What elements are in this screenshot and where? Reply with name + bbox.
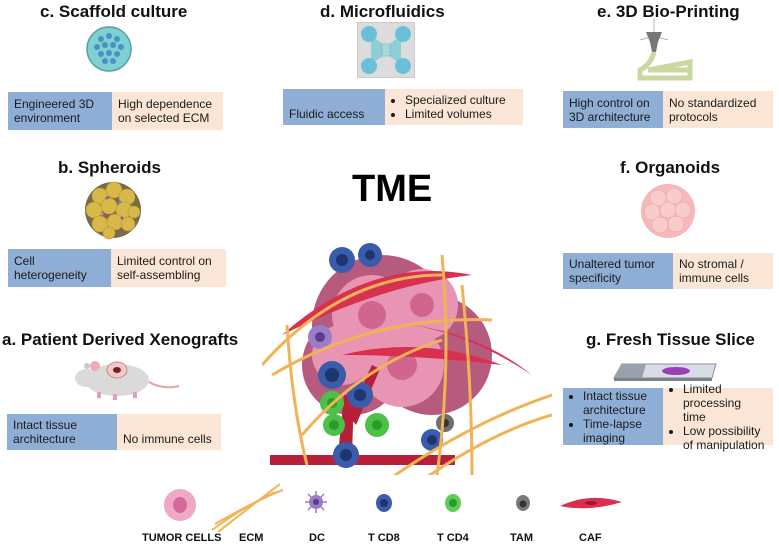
- tme-title: TME: [352, 168, 433, 210]
- dc-cell: [308, 325, 332, 349]
- pdx-title: a. Patient Derived Xenografts: [2, 330, 239, 349]
- legend-label-ecm: ECM: [239, 532, 264, 544]
- pdx-summary: Intact tissue architecture No immune cel…: [7, 414, 221, 450]
- scaffold-culture-title: c. Scaffold culture: [40, 2, 188, 21]
- limitation-text: Limited control on self-assembling: [117, 254, 212, 282]
- limitation-item: Limited processing time: [683, 382, 767, 424]
- limitation-box: No immune cells: [117, 414, 221, 450]
- advantage-item: Time-lapse imaging: [583, 417, 657, 445]
- dc-icon: [305, 491, 327, 513]
- bioprinting-title: e. 3D Bio-Printing: [597, 2, 740, 21]
- legend-label-caf: CAF: [579, 532, 602, 544]
- advantage-box: Fluidic access: [283, 89, 385, 125]
- fresh-tissue-slice-summary: Intact tissue architectureTime-lapse ima…: [563, 382, 773, 452]
- bioprinting-summary: High control on 3D architecture No stand…: [563, 91, 773, 128]
- limitation-item: Specialized culture: [405, 93, 517, 107]
- legend-label-t-cd4: T CD4: [437, 532, 469, 544]
- mouse-icon: [75, 361, 180, 400]
- microfluidic-chip-icon: [357, 22, 415, 78]
- limitation-item: Low possibility of manipulation: [683, 424, 767, 452]
- spheroids-summary: Cell heterogeneity Limited control on se…: [8, 249, 226, 287]
- advantage-text: Fluidic access: [289, 107, 365, 121]
- fresh-tissue-slice-title: g. Fresh Tissue Slice: [586, 330, 755, 349]
- limitation-box: No stromal / immune cells: [673, 253, 773, 289]
- advantage-item: Intact tissue architecture: [583, 389, 657, 417]
- limitation-box: Limited processing timeLow possibility o…: [663, 382, 773, 452]
- limitation-item: Limited volumes: [405, 107, 517, 121]
- advantage-text: Cell heterogeneity: [14, 254, 87, 282]
- advantage-box: Engineered 3D environment: [8, 92, 112, 130]
- advantage-text: Intact tissue architecture: [13, 418, 78, 446]
- organoids-title: f. Organoids: [620, 158, 721, 177]
- limitation-box: Limited control on self-assembling: [111, 249, 226, 287]
- advantage-box: Cell heterogeneity: [8, 249, 111, 287]
- t-cd8-icon: [376, 494, 392, 512]
- limitation-text: High dependence on selected ECM: [118, 97, 213, 125]
- limitation-text: No stromal / immune cells: [679, 257, 750, 285]
- limitation-text: No immune cells: [123, 432, 212, 446]
- ecm-icon: [211, 483, 284, 532]
- microfluidics-summary: Fluidic access Specialized cultureLimite…: [283, 89, 523, 125]
- scaffold-dish-icon: [86, 26, 132, 72]
- limitation-text: No standardized protocols: [669, 95, 757, 124]
- t-cd4-icon: [445, 494, 461, 512]
- tam-icon: [516, 495, 530, 511]
- advantage-text: High control on 3D architecture: [569, 95, 651, 124]
- advantage-text: Unaltered tumor specificity: [569, 257, 656, 285]
- legend-label-tam: TAM: [510, 532, 534, 544]
- limitation-box: No standardized protocols: [663, 91, 773, 128]
- advantage-box: High control on 3D architecture: [563, 91, 663, 128]
- scaffold-culture-summary: Engineered 3D environment High dependenc…: [8, 92, 223, 130]
- advantage-box: Unaltered tumor specificity: [563, 253, 673, 289]
- advantage-text: Engineered 3D environment: [14, 97, 95, 125]
- caf-icon: [560, 497, 622, 509]
- spheroids-title: b. Spheroids: [58, 158, 161, 177]
- ecm-fibers: [262, 254, 552, 475]
- limitation-box: High dependence on selected ECM: [112, 92, 223, 130]
- tumor-microenvironment-illustration: [262, 243, 552, 475]
- legend-label-t-cd8: T CD8: [368, 532, 400, 544]
- microfluidics-title: d. Microfluidics: [320, 2, 445, 21]
- tam-cell: [436, 414, 454, 432]
- advantage-box: Intact tissue architectureTime-lapse ima…: [563, 388, 663, 445]
- tumor-cell-icon: [164, 489, 196, 521]
- bioprinter-nozzle-icon: [637, 18, 693, 81]
- tissue-slide-icon: [613, 363, 717, 381]
- advantage-box: Intact tissue architecture: [7, 414, 117, 450]
- organoid-icon: [641, 184, 695, 238]
- legend-label-tumor-cells: TUMOR CELLS: [142, 532, 222, 544]
- organoids-summary: Unaltered tumor specificity No stromal /…: [563, 253, 773, 289]
- limitation-box: Specialized cultureLimited volumes: [385, 89, 523, 125]
- legend-label-dc: DC: [309, 532, 325, 544]
- spheroid-icon: [85, 181, 141, 240]
